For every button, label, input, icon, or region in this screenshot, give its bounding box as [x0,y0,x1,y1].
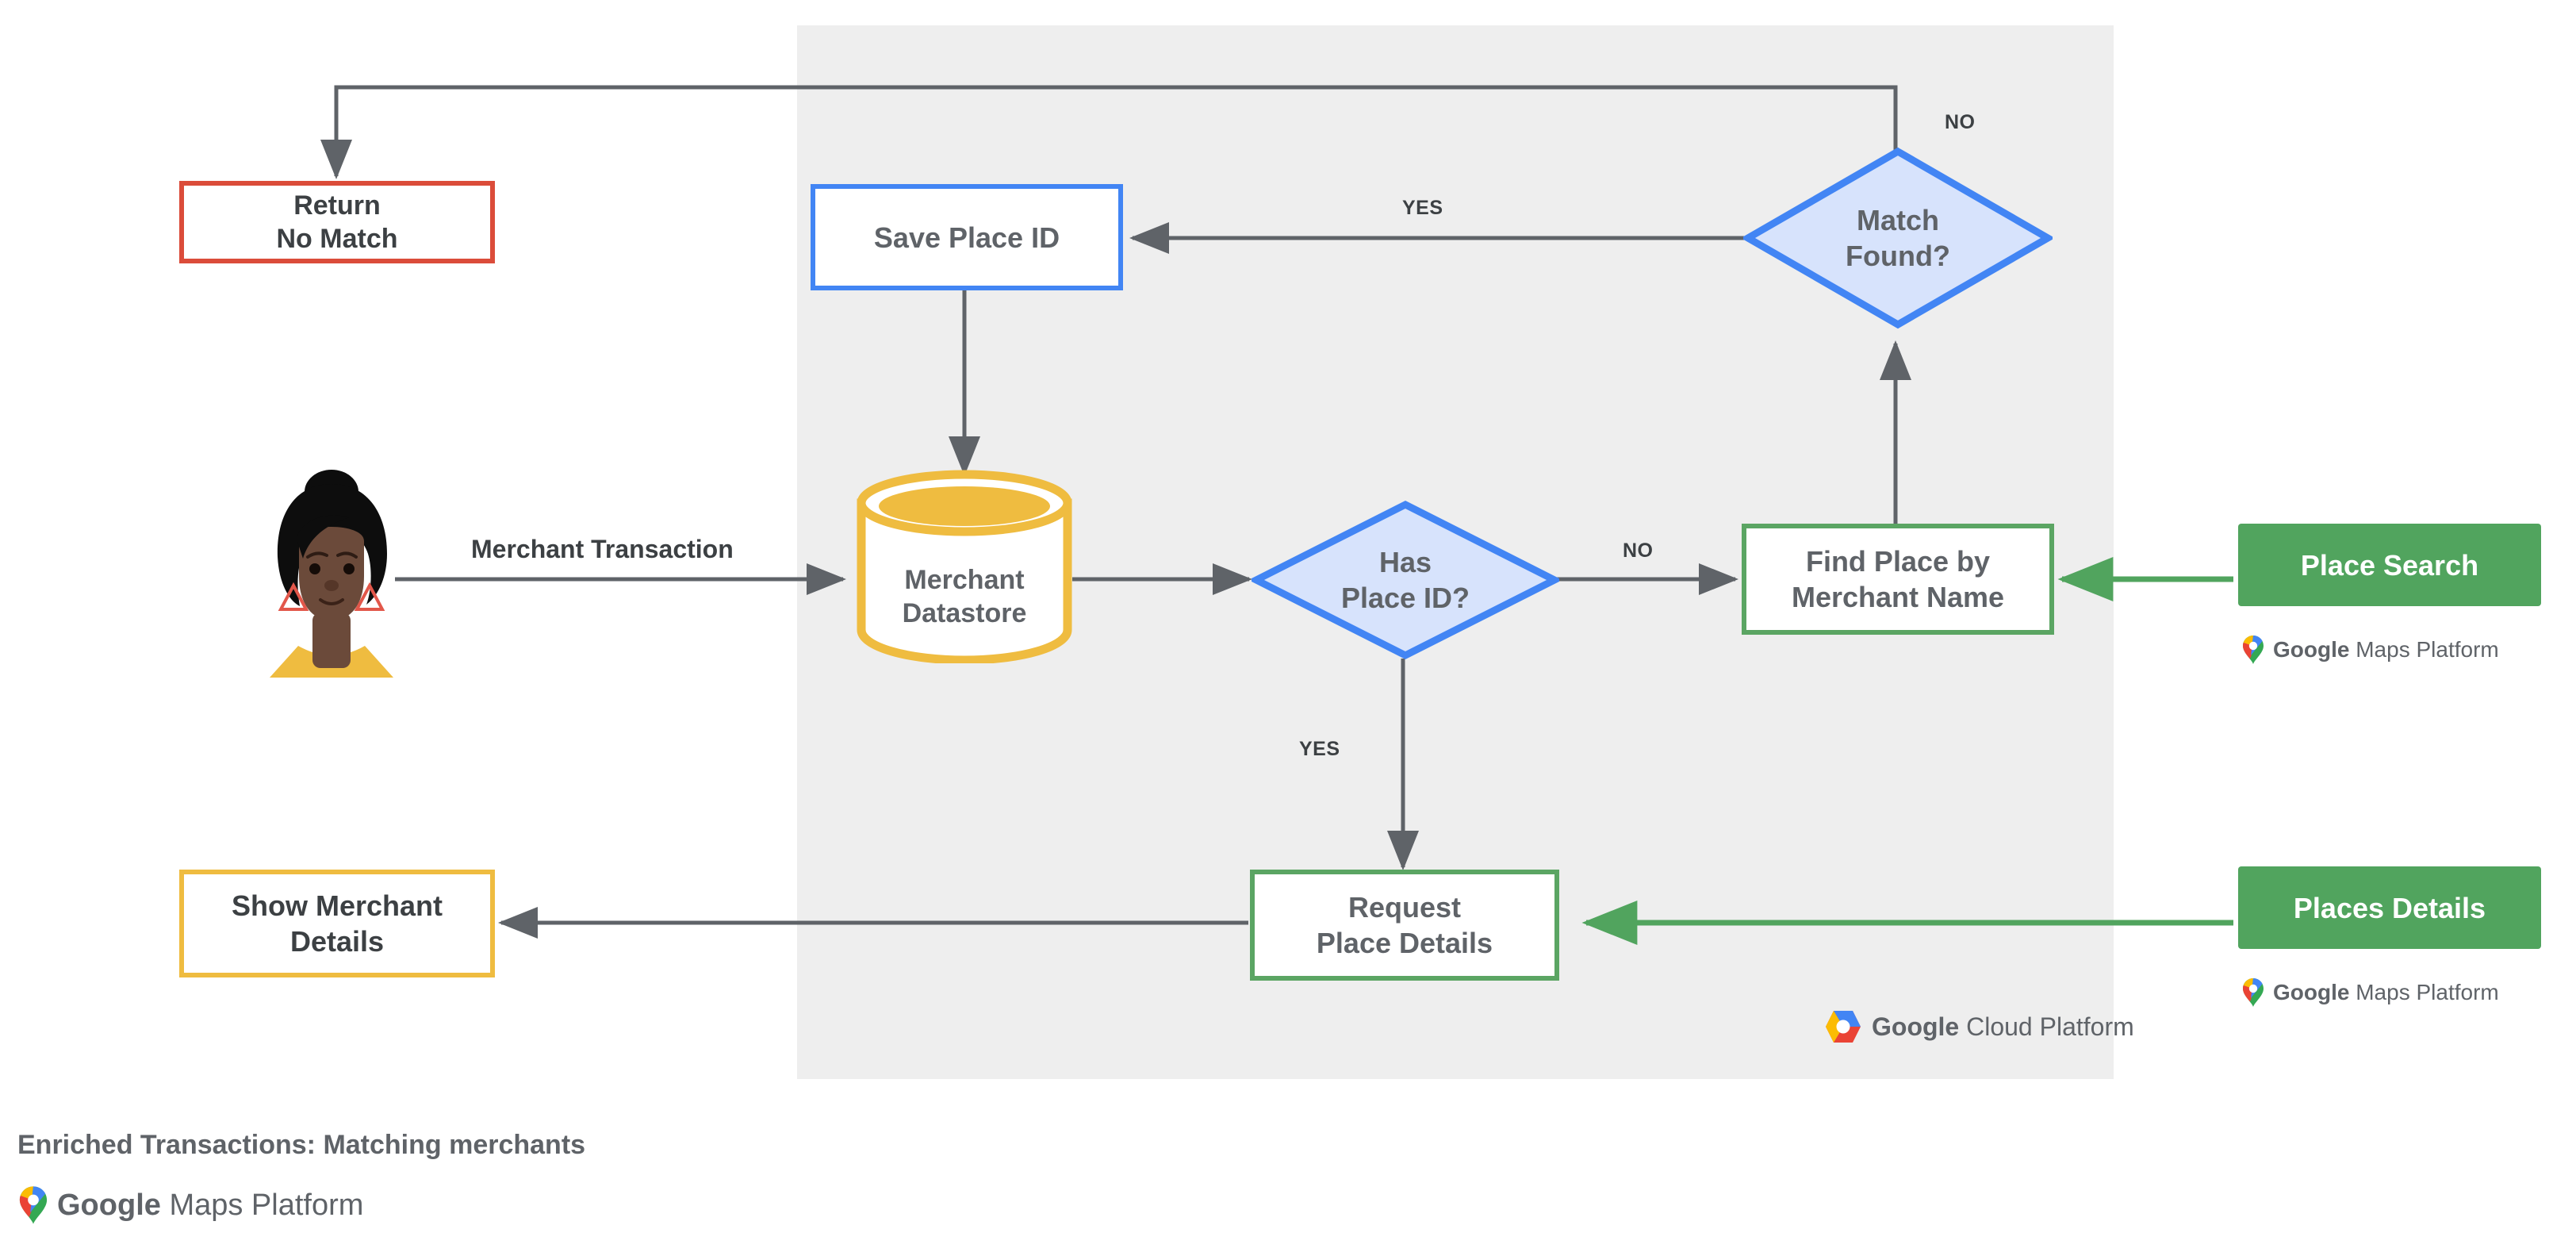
node-has-place-id[interactable]: Has Place ID? [1252,500,1559,660]
google-maps-platform-wordmark: Google Maps Platform [2273,980,2499,1005]
node-places-details[interactable]: Places Details [2238,866,2541,949]
google-maps-platform-logo-places-details: Google Maps Platform [2241,977,2499,1008]
brand-google: Google [57,1188,161,1222]
maps-pin-icon [2243,636,2264,664]
maps-pin-icon [19,1186,48,1224]
google-maps-platform-logo-footer: Google Maps Platform [17,1185,363,1225]
node-place-search[interactable]: Place Search [2238,524,2541,606]
brand-maps-platform: Maps Platform [2356,637,2499,662]
brand-cloud-platform: Cloud Platform [1966,1012,2134,1041]
node-save-place-id[interactable]: Save Place ID [811,184,1123,290]
node-request-place-details[interactable]: Request Place Details [1250,870,1559,981]
google-maps-platform-wordmark: Google Maps Platform [2273,637,2499,662]
node-find-place-by-merchant-name[interactable]: Find Place by Merchant Name [1742,524,2054,635]
brand-google: Google [2273,980,2350,1004]
brand-google: Google [2273,637,2350,662]
maps-pin-icon [2243,978,2264,1007]
edge-label-has-place-id-no: NO [1623,540,1654,562]
node-return-no-match[interactable]: Return No Match [179,181,495,263]
google-maps-platform-wordmark: Google Maps Platform [57,1189,363,1223]
cloud-hexagon-icon [1826,1011,1861,1043]
edge-label-has-place-id-yes: YES [1299,738,1340,760]
edge-label-merchant-transaction: Merchant Transaction [471,535,734,563]
brand-google: Google [1872,1012,1960,1041]
edge-label-match-found-yes: YES [1402,197,1443,219]
brand-maps-platform: Maps Platform [2356,980,2499,1004]
brand-maps-platform: Maps Platform [169,1188,364,1222]
google-cloud-platform-logo: Google Cloud Platform [1824,1009,2134,1044]
node-merchant-datastore[interactable]: Merchant Datastore [855,470,1074,663]
customer-avatar [262,465,401,679]
edge-label-match-found-no: NO [1945,111,1976,133]
node-show-merchant-details[interactable]: Show Merchant Details [179,870,495,977]
diagram-title: Enriched Transactions: Matching merchant… [17,1130,586,1160]
google-cloud-platform-wordmark: Google Cloud Platform [1872,1012,2134,1042]
node-match-found[interactable]: Match Found? [1743,147,2053,329]
google-maps-platform-logo-place-search: Google Maps Platform [2241,635,2499,665]
